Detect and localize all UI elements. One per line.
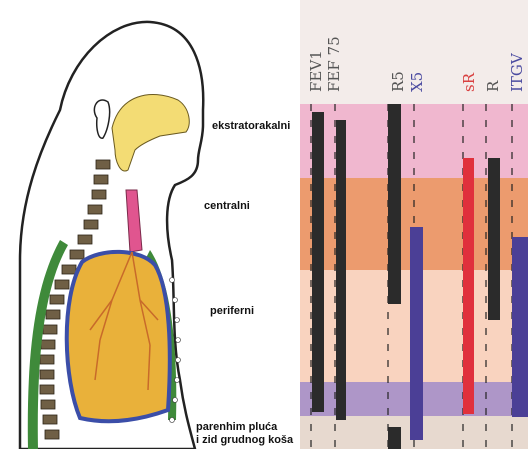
bar-fef75: [336, 120, 346, 420]
anatomy-illustration: [20, 22, 203, 449]
lungs: [67, 252, 170, 421]
column-header-fef75: FEF 75: [325, 36, 343, 92]
column-header-fev1: FEV1: [307, 50, 325, 92]
label-peripheral: periferni: [210, 305, 254, 318]
bar-itgv: [512, 237, 528, 417]
bar-sr: [463, 158, 474, 414]
column-header-itgv: ITGV: [508, 53, 526, 92]
column-header-sr: sR: [460, 73, 478, 92]
label-chest-wall: i zid grudnog koša: [196, 434, 293, 447]
bar-x5: [410, 227, 423, 440]
bar-r5-top: [388, 104, 401, 304]
label-central: centralni: [204, 200, 250, 213]
bar-r5-bottom: [388, 427, 401, 449]
bar-fev1: [312, 112, 324, 412]
bar-r: [488, 158, 500, 320]
column-header-x5: X5: [408, 72, 426, 92]
label-parenchyma: parenhim pluća: [196, 421, 277, 434]
column-header-r: R: [484, 81, 502, 92]
label-extrathoracic: ekstratorakalni: [212, 120, 290, 133]
column-header-r5: R5: [389, 71, 407, 92]
